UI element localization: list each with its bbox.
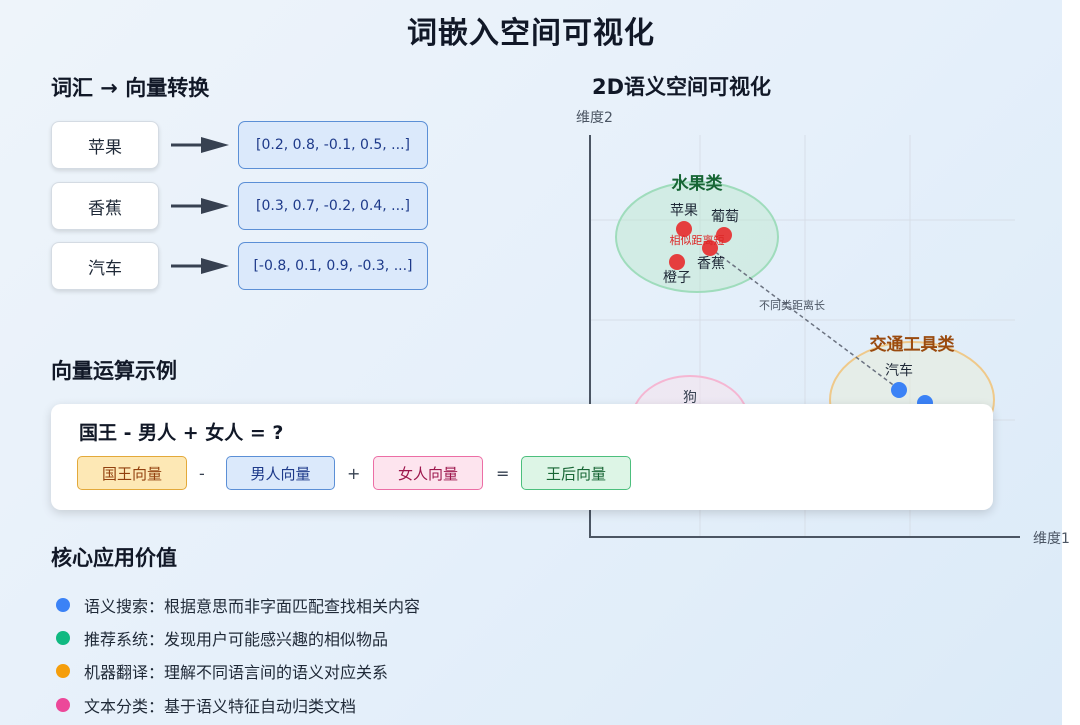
operator-plus: + — [347, 463, 361, 483]
bullet-dot-blue — [56, 598, 70, 612]
operator-minus: - — [199, 463, 205, 483]
far-distance-line — [709, 247, 901, 391]
chip-queen-vector: 王后向量 — [521, 456, 631, 490]
section-heading-words: 词汇 → 向量转换 — [51, 76, 210, 100]
equation-card: 国王 - 男人 + 女人 = ? 国王向量 - 男人向量 + 女人向量 = 王后… — [51, 404, 993, 510]
arrow-right-icon — [171, 258, 229, 274]
list-item: 推荐系统：发现用户可能感兴趣的相似物品 — [56, 627, 388, 649]
operator-equals: = — [496, 463, 510, 483]
list-item-text: 推荐系统：发现用户可能感兴趣的相似物品 — [84, 630, 389, 649]
far-distance-note: 不同类距离长 — [759, 298, 825, 312]
word-box-apple: 苹果 — [51, 121, 159, 169]
point-label-dog: 狗 — [683, 390, 697, 406]
similar-distance-note: 相似距离短 — [670, 233, 725, 247]
vector-box-apple: [0.2, 0.8, -0.1, 0.5, ...] — [238, 121, 428, 169]
arrow-right-icon — [171, 137, 229, 153]
word-box-car: 汽车 — [51, 242, 159, 290]
point-grape — [716, 227, 732, 243]
vector-box-car: [-0.8, 0.1, 0.9, -0.3, ...] — [238, 242, 428, 290]
list-item: 机器翻译：理解不同语言间的语义对应关系 — [56, 660, 388, 682]
page-title: 词嵌入空间可视化 — [407, 16, 655, 51]
chip-woman-vector: 女人向量 — [373, 456, 483, 490]
point-label-orange: 橙子 — [663, 270, 691, 286]
list-item-text: 文本分类：基于语义特征自动归类文档 — [84, 697, 357, 716]
point-banana — [702, 240, 718, 256]
point-apple — [676, 221, 692, 237]
right-edge-strip — [1062, 0, 1080, 725]
point-label-grape: 葡萄 — [711, 209, 739, 225]
equation-text: 国王 - 男人 + 女人 = ? — [79, 422, 284, 444]
arrow-right-icon — [171, 198, 229, 214]
point-car — [891, 382, 907, 398]
list-item: 语义搜索：根据意思而非字面匹配查找相关内容 — [56, 594, 420, 616]
point-label-apple: 苹果 — [670, 203, 698, 219]
bullet-dot-green — [56, 631, 70, 645]
plot-title: 2D语义空间可视化 — [592, 75, 771, 99]
section-heading-apps: 核心应用价值 — [51, 546, 177, 570]
point-label-car: 汽车 — [885, 362, 913, 379]
section-heading-ops: 向量运算示例 — [51, 359, 177, 383]
vehicle-cluster-label: 交通工具类 — [870, 334, 956, 355]
word-box-banana: 香蕉 — [51, 182, 159, 230]
point-orange — [669, 254, 685, 270]
y-axis-label: 维度2 — [576, 110, 613, 126]
list-item-text: 机器翻译：理解不同语言间的语义对应关系 — [84, 663, 389, 682]
bullet-dot-orange — [56, 664, 70, 678]
list-item: 文本分类：基于语义特征自动归类文档 — [56, 694, 356, 716]
list-item-text: 语义搜索：根据意思而非字面匹配查找相关内容 — [84, 597, 421, 616]
fruit-cluster-ellipse — [615, 181, 779, 293]
chip-man-vector: 男人向量 — [226, 456, 335, 490]
chip-king-vector: 国王向量 — [77, 456, 187, 490]
fruit-cluster-label: 水果类 — [672, 173, 724, 194]
vector-box-banana: [0.3, 0.7, -0.2, 0.4, ...] — [238, 182, 428, 230]
point-label-banana: 香蕉 — [697, 256, 725, 272]
bullet-dot-pink — [56, 698, 70, 712]
x-axis-label: 维度1 — [1033, 531, 1070, 547]
